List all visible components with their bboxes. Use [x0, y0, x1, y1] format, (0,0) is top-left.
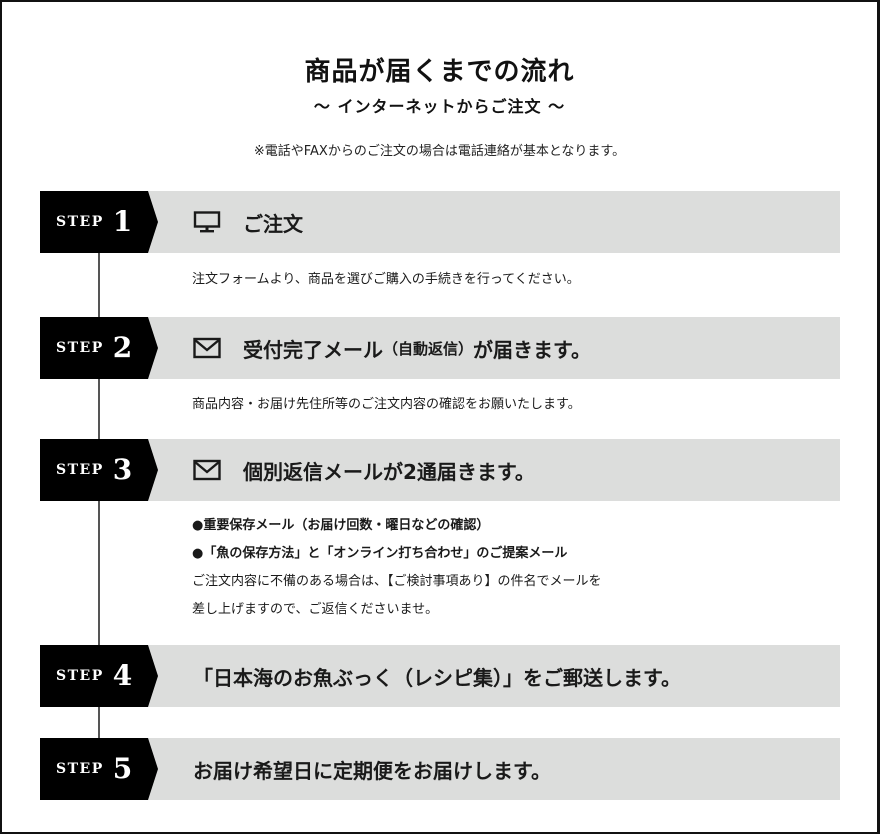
step-badge: STEP 1: [40, 191, 158, 253]
connector-line-3-4: [98, 501, 100, 645]
description-line: ご注文内容に不備のある場合は、【ご検討事項あり】の件名でメールを: [192, 574, 602, 589]
envelope-icon: [193, 337, 221, 359]
step-title: 受付完了メール（自動返信）が届きます。: [193, 317, 591, 379]
step-title: 個別返信メールが2通届きます。: [193, 439, 535, 501]
step-title: ご注文: [193, 191, 303, 253]
description-line: 注文フォームより、商品を選びご購入の手続きを行ってください。: [192, 272, 580, 287]
step-3: STEP 3 個別返信メールが2通届きます。: [40, 439, 840, 501]
description-line: ●「魚の保存方法」と「オンライン打ち合わせ」のご提案メール: [192, 546, 568, 561]
step-badge: STEP 4: [40, 645, 158, 707]
step-1-description: 注文フォームより、商品を選びご購入の手続きを行ってください。: [192, 266, 580, 294]
step-number: 3: [112, 453, 133, 486]
step-4: STEP 4 「日本海のお魚ぶっく（レシピ集）」をご郵送します。: [40, 645, 840, 707]
step-title-main: 受付完了メール: [243, 337, 383, 362]
step-title: お届け希望日に定期便をお届けします。: [193, 738, 551, 800]
monitor-icon: [193, 211, 221, 233]
step-2-description: 商品内容・お届け先住所等のご注文内容の確認をお願いたします。: [192, 391, 581, 419]
step-number: 5: [112, 752, 133, 785]
page-title: 商品が届くまでの流れ: [304, 57, 575, 87]
step-title-small: （自動返信）: [383, 339, 474, 358]
step-label: STEP: [56, 668, 104, 684]
description-line: 差し上げますので、ご返信くださいませ。: [192, 602, 439, 617]
step-title-text: 個別返信メールが2通届きます。: [243, 459, 535, 484]
connector-line-2-3: [98, 379, 100, 439]
step-label: STEP: [56, 214, 104, 230]
phone-fax-note: ※電話やFAXからのご注文の場合は電話連絡が基本となります。: [253, 144, 626, 159]
step-badge: STEP 5: [40, 738, 158, 800]
step-number: 4: [112, 659, 133, 692]
step-badge: STEP 3: [40, 439, 158, 501]
description-line: ●重要保存メール（お届け回数・曜日などの確認）: [192, 518, 490, 533]
step-title-end: が届きます。: [473, 337, 592, 362]
envelope-icon: [193, 459, 221, 481]
step-label: STEP: [56, 462, 104, 478]
description-line: 商品内容・お届け先住所等のご注文内容の確認をお願いたします。: [192, 397, 581, 412]
step-title: 「日本海のお魚ぶっく（レシピ集）」をご郵送します。: [193, 645, 681, 707]
connector-line-4-5: [98, 707, 100, 738]
step-number: 2: [112, 331, 133, 364]
step-label: STEP: [56, 340, 104, 356]
step-title-text: ご注文: [243, 211, 303, 236]
step-3-description: ●重要保存メール（お届け回数・曜日などの確認） ●「魚の保存方法」と「オンライン…: [192, 512, 602, 624]
connector-line-1-2: [98, 253, 100, 317]
step-5: STEP 5 お届け希望日に定期便をお届けします。: [40, 738, 840, 800]
step-1: STEP 1 ご注文: [40, 191, 840, 253]
step-title-text: お届け希望日に定期便をお届けします。: [193, 758, 551, 783]
step-2: STEP 2 受付完了メール（自動返信）が届きます。: [40, 317, 840, 379]
step-title-text: 「日本海のお魚ぶっく（レシピ集）」をご郵送します。: [193, 665, 681, 690]
page-subtitle: ～ インターネットからご注文 ～: [313, 97, 566, 116]
step-badge: STEP 2: [40, 317, 158, 379]
step-number: 1: [112, 205, 133, 238]
step-label: STEP: [56, 761, 104, 777]
